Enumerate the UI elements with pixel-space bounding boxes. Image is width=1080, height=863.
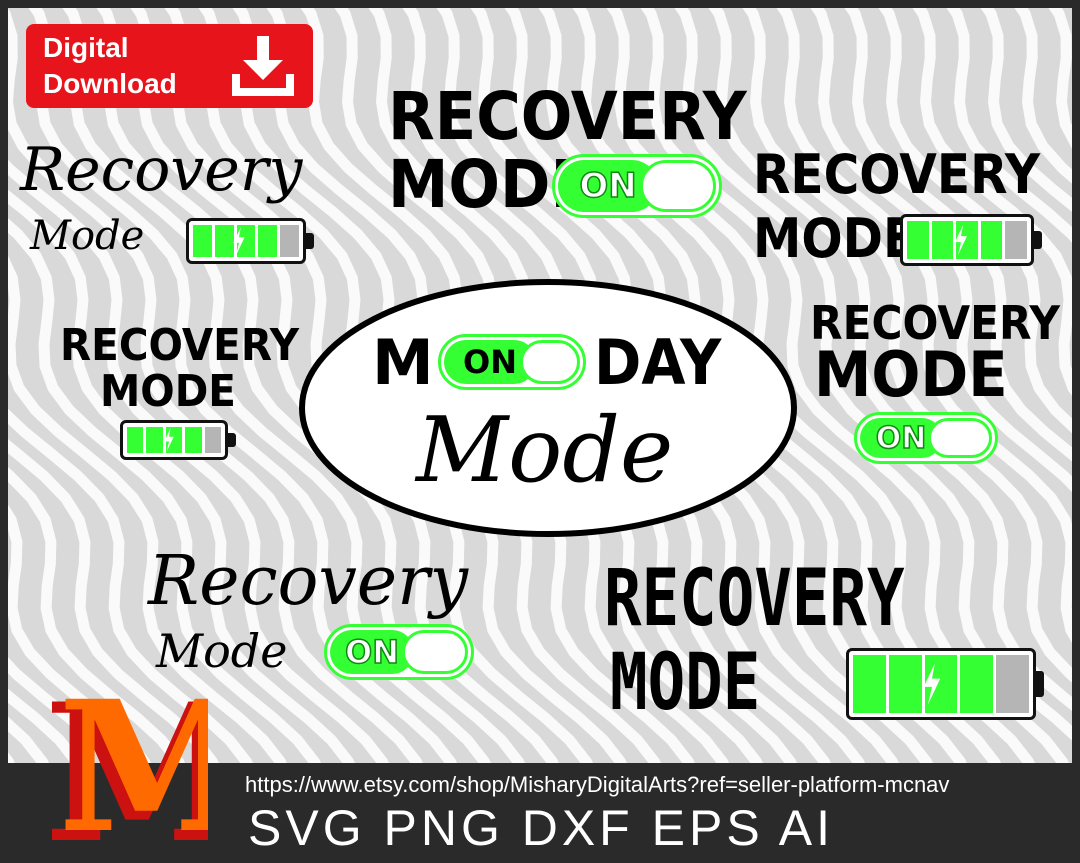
wave-stripe [8, 255, 287, 763]
wave-stripe [810, 8, 1072, 493]
script-mode-label: Mode [156, 624, 288, 678]
recovery-heading: RECOVERY [388, 78, 747, 155]
on-label: ON [875, 420, 927, 457]
battery-cap [306, 233, 314, 249]
script-recovery-title: Recovery [148, 542, 469, 621]
mode-heading: MODE [814, 338, 1008, 411]
wave-stripe [844, 8, 1072, 462]
wave-stripe [8, 467, 185, 763]
on-label: ON [463, 343, 517, 381]
badge-line-1: Digital [43, 32, 129, 63]
mode-heading: MODE [100, 366, 236, 417]
battery-cap [1036, 670, 1044, 698]
wave-stripe [980, 8, 1072, 212]
on-toggle: ON [552, 154, 722, 218]
logo-letter: M [58, 670, 208, 850]
wave-stripe [776, 8, 1072, 643]
wave-stripe [946, 8, 1072, 244]
wave-stripe [742, 8, 1072, 683]
recovery-heading: RECOVERY [753, 143, 1041, 206]
wave-stripe [8, 218, 321, 763]
logo-letter-shadow: M [44, 670, 208, 850]
script-mode-title: Mode [416, 398, 674, 503]
center-oval [299, 279, 797, 537]
recovery-heading: RECOVERY [604, 554, 905, 644]
file-formats: SVG PNG DXF EPS AI [248, 800, 835, 856]
wave-stripe [8, 159, 389, 763]
wave-stripe [8, 8, 423, 763]
digital-download-badge[interactable]: Digital Download [26, 24, 313, 108]
lightning-icon [955, 224, 967, 255]
battery-graphic [846, 648, 1044, 720]
wave-stripe [8, 504, 151, 763]
wave-stripe [708, 8, 1072, 712]
battery-cap [228, 433, 236, 447]
shop-url[interactable]: https://www.etsy.com/shop/MisharyDigital… [245, 772, 950, 797]
lightning-icon [164, 428, 174, 452]
wave-stripe [8, 189, 355, 763]
battery-cap [1034, 230, 1042, 250]
mode-heading: MODE [753, 207, 917, 270]
wave-stripe [8, 657, 117, 763]
script-recovery-title: Recovery [20, 135, 303, 205]
design-board: Digital Download Recovery Mode RECOVERY … [8, 8, 1072, 763]
download-icon [232, 36, 294, 96]
recovery-heading: RECOVERY [60, 320, 300, 371]
on-label: ON [579, 165, 638, 207]
recovery-heading: RECOVERY [810, 296, 1060, 350]
lightning-icon [233, 227, 245, 255]
monday-m: M [372, 326, 434, 399]
on-toggle: ON [324, 624, 474, 680]
battery-graphic [120, 420, 236, 460]
on-toggle: ON [854, 412, 998, 464]
on-label: ON [344, 632, 399, 672]
battery-graphic [186, 218, 314, 264]
wave-stripe [8, 408, 253, 763]
monday-day: DAY [594, 326, 722, 399]
script-mode-label: Mode [30, 213, 145, 259]
wave-stripe [8, 439, 219, 763]
badge-line-2: Download [43, 68, 177, 99]
mode-heading: MODE [610, 638, 761, 728]
wave-stripe [878, 8, 1072, 434]
lightning-icon [923, 663, 941, 705]
on-toggle: ON [438, 334, 586, 390]
wave-stripe [1014, 8, 1072, 184]
wave-stripe [912, 8, 1072, 396]
battery-graphic [900, 214, 1042, 266]
wave-stripe [1048, 8, 1072, 149]
shop-logo: M M [44, 670, 208, 850]
